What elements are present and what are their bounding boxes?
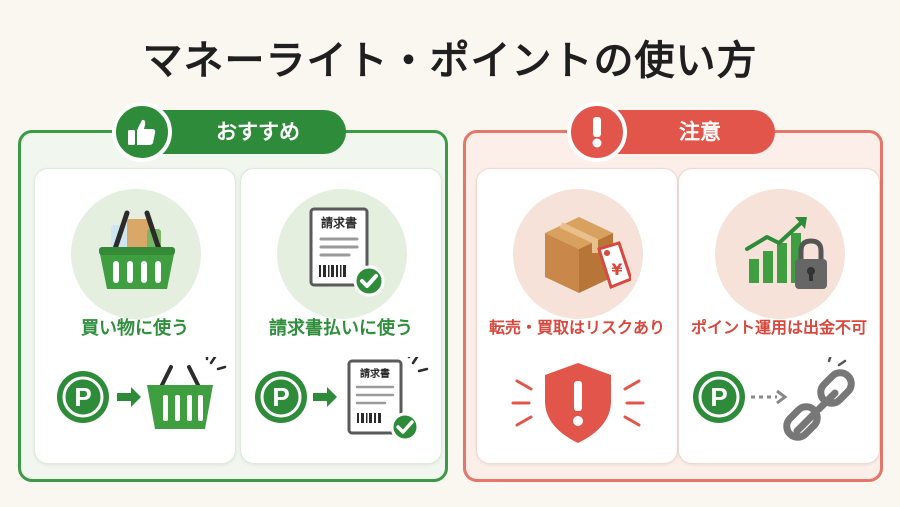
alert-rays-icon — [511, 379, 645, 427]
card-caption: ポイント運用は出金不可 — [690, 318, 867, 337]
card-caption: 請求書払いに使う — [269, 318, 413, 339]
broken-chain-icon — [783, 357, 855, 441]
exclamation-icon — [567, 102, 627, 162]
invoice-icon: 請求書 — [309, 207, 385, 297]
svg-text:請求書: 請求書 — [360, 367, 390, 380]
svg-text:P: P — [74, 382, 91, 412]
arrow-right-icon — [117, 387, 141, 407]
icon-background: ¥ — [513, 189, 643, 319]
svg-text:P: P — [710, 382, 727, 412]
shopping-basket-icon — [147, 357, 227, 429]
svg-text:¥: ¥ — [611, 260, 622, 279]
svg-text:P: P — [272, 382, 289, 412]
card-invoice: 請求書 請求書払いに使う P — [240, 168, 442, 464]
card-caption: 転売・買取はリスクあり — [488, 318, 665, 337]
dashed-arrow-icon — [751, 389, 788, 405]
card-caption: 買い物に使う — [81, 318, 189, 339]
point-coin-icon: P — [693, 371, 745, 423]
icon-background — [71, 189, 201, 319]
point-coin-icon: P — [57, 371, 109, 423]
card-resale-risk: ¥ 転売・買取はリスクあり — [476, 168, 678, 464]
card-point-investment: ポイント運用は出金不可 P — [678, 168, 880, 464]
recommend-header: おすすめ — [112, 102, 346, 162]
point-to-invoice-diagram: P 請求書 — [255, 357, 429, 442]
caution-header-label: 注意 — [679, 120, 721, 144]
caution-header: 注意 — [567, 102, 775, 162]
point-broken-chain-diagram: P — [693, 357, 855, 441]
shopping-basket-icon — [99, 210, 175, 289]
card-shopping: 買い物に使う P — [34, 168, 236, 464]
point-to-shopping-diagram: P — [57, 357, 227, 429]
arrow-right-icon — [313, 387, 337, 407]
warning-shield-diagram — [511, 363, 645, 443]
svg-text:請求書: 請求書 — [321, 215, 357, 230]
growth-chart-lock-icon — [745, 217, 827, 289]
point-coin-icon: P — [255, 371, 307, 423]
package-price-tag-icon: ¥ — [545, 217, 631, 293]
recommend-header-label: おすすめ — [216, 120, 300, 144]
invoice-icon: 請求書 — [347, 357, 429, 442]
thumbs-up-icon — [112, 102, 172, 162]
icon-background — [715, 189, 845, 319]
icon-background: 請求書 — [277, 189, 407, 319]
page-title: マネーライト・ポイントの使い方 — [142, 38, 758, 84]
warning-shield-icon — [545, 363, 611, 443]
